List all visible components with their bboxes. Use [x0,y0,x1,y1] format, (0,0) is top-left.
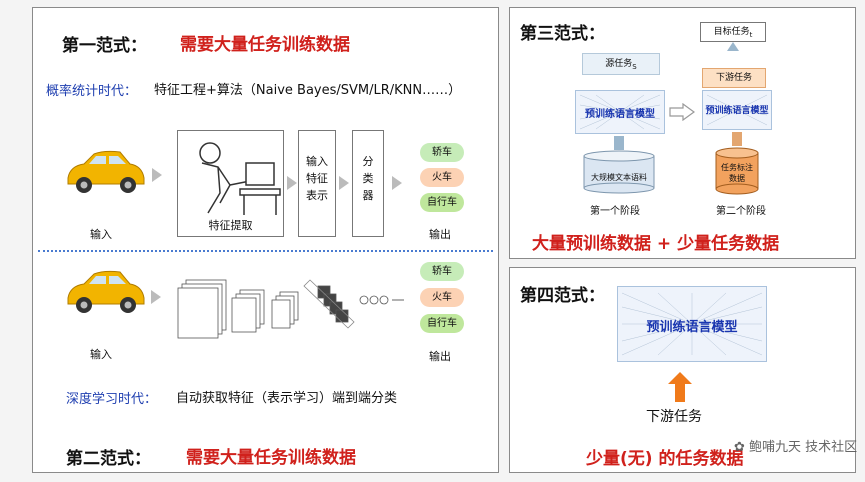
feature-repr-line-2: 特征 [306,172,328,185]
input-label-1: 输入 [90,228,112,241]
era-1-desc: 特征工程+算法（Naive Bayes/SVM/LR/KNN……） [154,83,462,98]
wechat-icon: ✿ [734,440,745,455]
up-arrow-icon [727,42,739,51]
era-1-label: 概率统计时代： [46,84,138,99]
class-bicycle: 自行车 [420,193,464,212]
feature-extraction-box: 特征提取 [177,130,284,237]
class-sedan: 轿车 [420,262,464,281]
downstream-task-label: 下游任务 [715,73,752,83]
model-label-stage2: 预训练语言模型 [705,106,769,116]
classifier-box: 分 类 器 [352,130,384,237]
paradigm-3-title: 第三范式： [520,24,605,44]
car-icon [60,148,148,198]
classifier-line-1: 分 [362,155,374,168]
watermark: ✿ 鲍哺九天 技术社区 [734,436,857,455]
classifier-line-2: 类 [362,172,374,185]
paradigm-1-requirement: 需要大量任务训练数据 [180,35,350,55]
left-panel [32,7,499,473]
paradigm-2-requirement: 需要大量任务训练数据 [186,448,356,468]
transfer-arrow-icon [669,103,695,121]
up-arrow-icon [614,136,624,150]
source-task-box: 源任务S [582,53,660,75]
output-label-1: 输出 [429,228,451,241]
class-sedan: 轿车 [420,143,464,162]
input-label-2: 输入 [90,348,112,361]
arrow-icon [339,176,349,190]
pretrained-model-stage1: 预训练语言模型 [575,90,665,134]
cnn-diagram [168,270,408,340]
era-2-label: 深度学习时代： [66,392,158,407]
source-task-label: 源任务 [605,59,633,69]
arrow-icon [287,176,297,190]
class-bicycle: 自行车 [420,314,464,333]
model-label: 预训练语言模型 [646,320,738,335]
divider [38,250,493,252]
pretrained-model-stage2: 预训练语言模型 [702,90,772,130]
downstream-task-box: 下游任务 [702,68,766,88]
class-train: 火车 [420,168,464,187]
paradigm-3-summary: 大量预训练数据 + 少量任务数据 [532,234,780,254]
paradigm-4-title: 第四范式： [520,286,605,306]
paradigm-3-panel [509,7,856,259]
era-2-desc: 自动获取特征（表示学习）端到端分类 [176,391,398,406]
feature-extraction-label: 特征提取 [208,219,253,232]
up-arrow-icon [668,372,692,402]
corpus-database-icon [583,150,655,194]
stage-2-label: 第二个阶段 [716,206,766,217]
output-label-2: 输出 [429,350,451,363]
paradigm-4-summary: 少量(无) 的任务数据 [586,449,744,469]
paradigm-1-title: 第一范式： [62,36,147,56]
pretrained-model: 预训练语言模型 [617,286,767,362]
target-task-subscript: t [749,30,753,39]
class-train: 火车 [420,288,464,307]
feature-representation-box: 输入 特征 表示 [298,130,336,237]
model-label-stage1: 预训练语言模型 [585,109,655,120]
task-data-database-icon [715,147,759,195]
feature-repr-line-1: 输入 [306,155,328,168]
target-task-label: 目标任务 [713,27,750,37]
classifier-line-3: 器 [362,189,374,202]
source-task-subscript: S [632,62,637,71]
arrow-icon [151,290,161,304]
car-icon [60,268,148,318]
watermark-text: 鲍哺九天 技术社区 [749,440,858,455]
stage-1-label: 第一个阶段 [590,206,640,217]
up-arrow-icon [732,132,742,146]
task-data-label: 任务标注数据 [721,163,753,183]
target-task-box: 目标任务t [700,22,766,42]
arrow-icon [392,176,402,190]
corpus-label: 大规模文本语料 [591,173,647,182]
arrow-icon [152,168,162,182]
paradigm-2-title: 第二范式： [66,449,151,469]
downstream-task-label: 下游任务 [646,409,702,425]
feature-repr-line-3: 表示 [306,189,328,202]
